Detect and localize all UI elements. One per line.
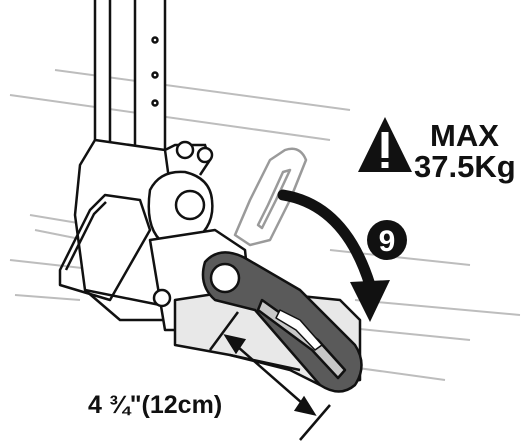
- dimension-marker: [208, 311, 331, 441]
- warning-triangle-icon: [358, 117, 412, 172]
- rotation-arrow: [277, 189, 390, 322]
- rack-mast: [93, 0, 167, 153]
- clamp-knob: [147, 140, 214, 247]
- lever-ghost: [233, 147, 308, 247]
- lever-handle: [201, 251, 363, 393]
- step-number: 9: [379, 225, 396, 258]
- max-label: MAX: [430, 118, 499, 153]
- dimension-label: 4 ¾"(12cm): [88, 391, 222, 419]
- step-badge: 9: [367, 220, 407, 260]
- max-weight-value: 37.5Kg: [414, 149, 516, 184]
